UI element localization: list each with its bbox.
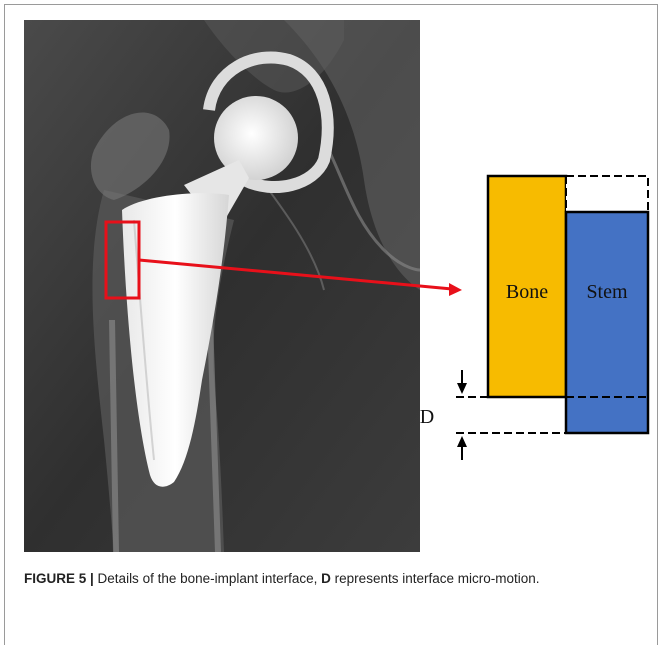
highlight-box xyxy=(106,222,139,298)
caption-bold-term: D xyxy=(321,571,331,586)
stem-label: Stem xyxy=(586,281,628,303)
pointer-arrow-head xyxy=(449,283,462,296)
stem-original-position xyxy=(566,176,648,212)
caption-text-after: represents interface micro-motion. xyxy=(331,571,540,586)
caption-text-before: Details of the bone-implant interface, xyxy=(94,571,321,586)
bone-label: Bone xyxy=(506,281,548,303)
down-arrow-head xyxy=(457,383,467,394)
caption-label: FIGURE 5 | xyxy=(24,571,94,586)
up-arrow-head xyxy=(457,436,467,447)
stem-block xyxy=(566,212,648,433)
pointer-arrow-line xyxy=(139,260,452,289)
figure-caption: FIGURE 5 | Details of the bone-implant i… xyxy=(24,569,624,589)
displacement-label: D xyxy=(420,406,434,428)
